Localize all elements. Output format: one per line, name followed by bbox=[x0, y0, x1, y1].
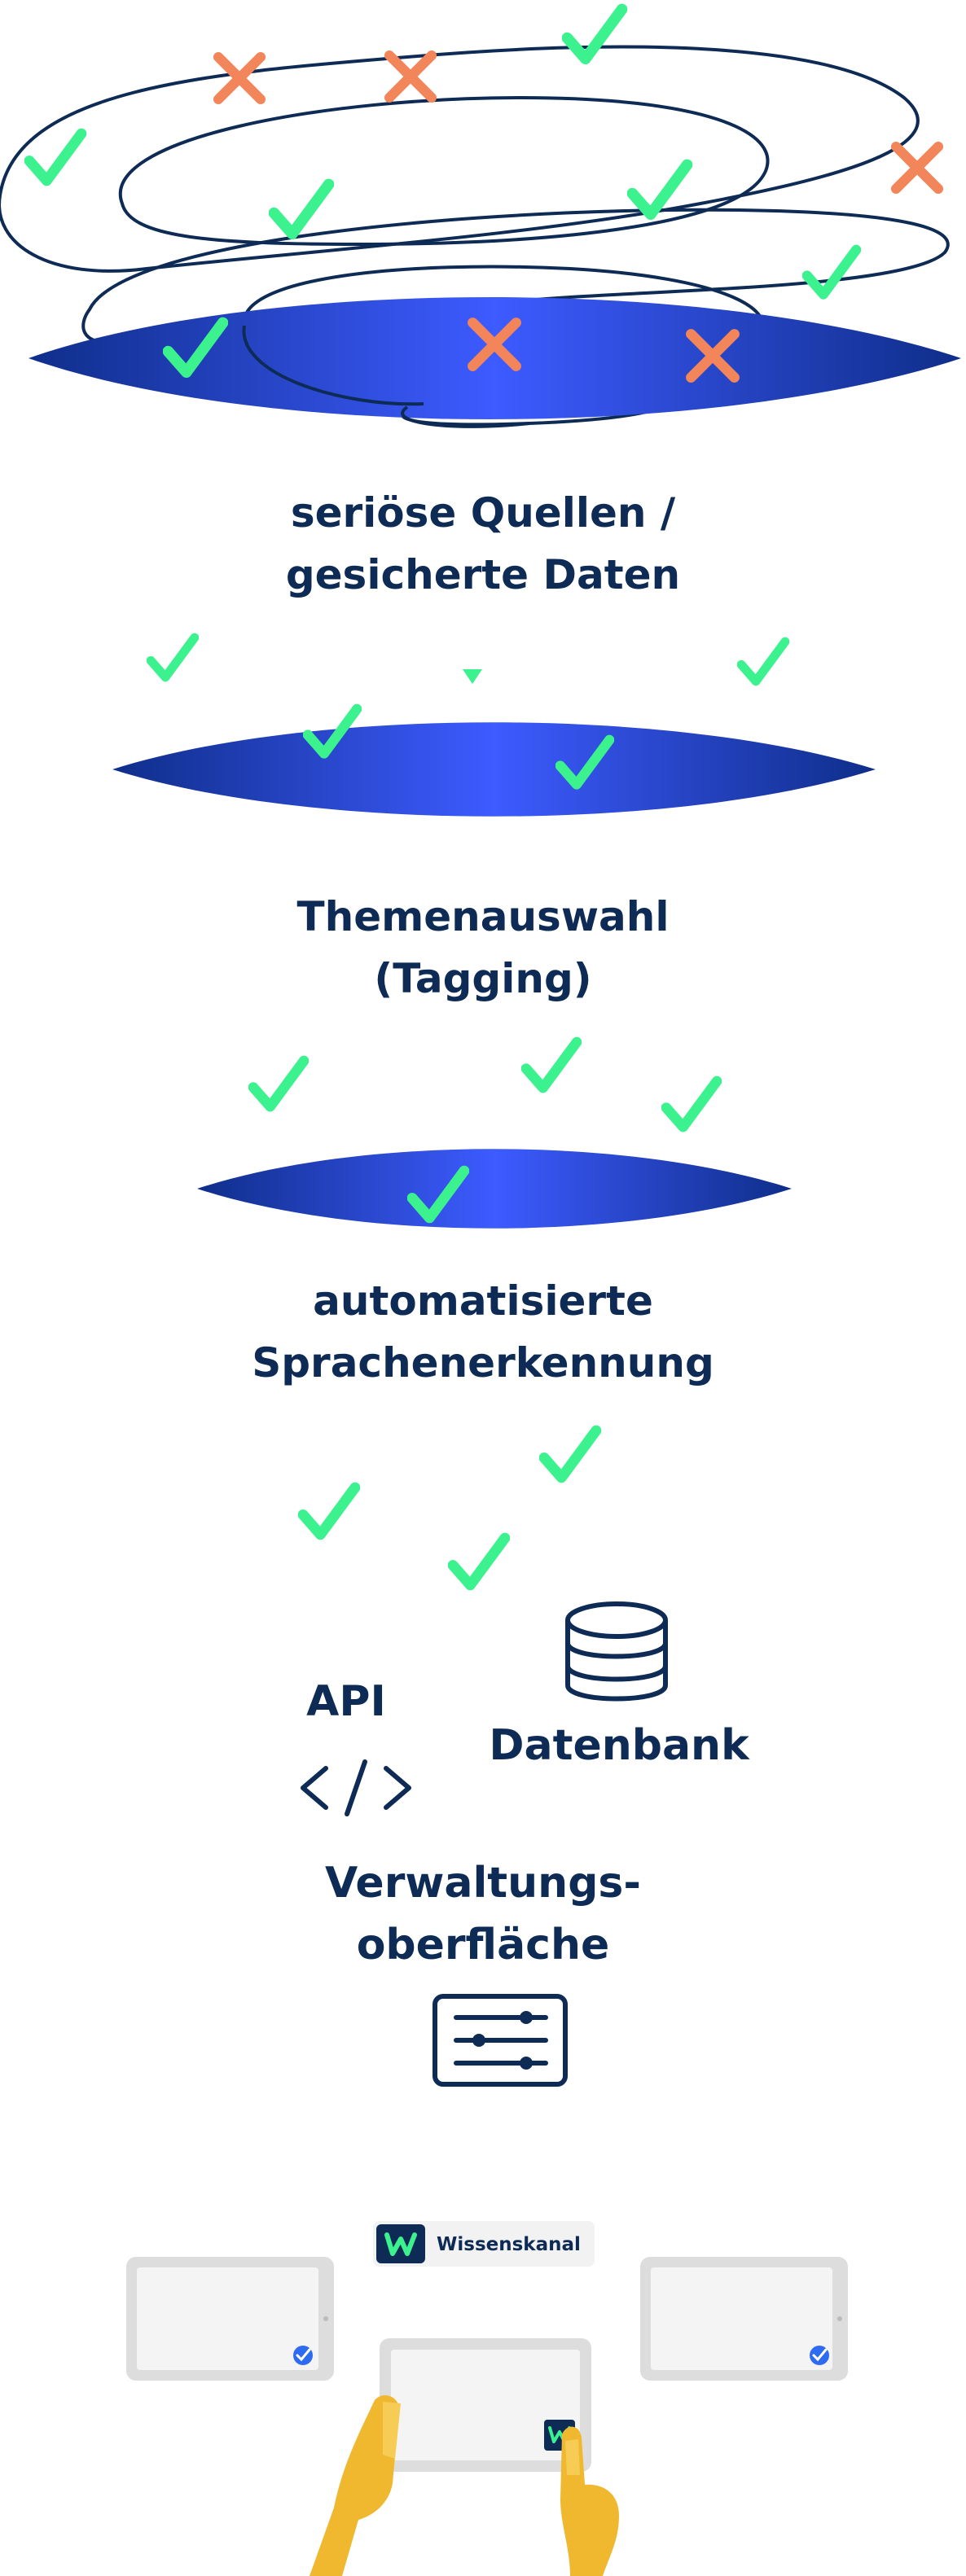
sources-label: seriöse Quellen / gesicherte Daten bbox=[0, 482, 966, 606]
filter-lens-1 bbox=[29, 297, 961, 419]
check-icon bbox=[741, 642, 785, 681]
sources-label-line-2: gesicherte Daten bbox=[285, 551, 681, 598]
check-fragment-icon bbox=[463, 669, 482, 684]
language-label: automatisierte Sprachenerkennung bbox=[0, 1270, 966, 1394]
check-icon bbox=[807, 250, 856, 295]
slider-knobs bbox=[472, 2011, 533, 2070]
sources-label-line-1: seriöse Quellen / bbox=[290, 489, 676, 537]
topics-label-line-1: Themenauswahl bbox=[296, 893, 670, 940]
check-icon bbox=[453, 1538, 505, 1585]
database-label: Datenbank bbox=[489, 1721, 749, 1770]
tangle-scribble-front bbox=[242, 325, 530, 428]
code-brackets-icon bbox=[301, 1759, 411, 1816]
check-icon bbox=[253, 1061, 304, 1106]
topics-label: Themenauswahl (Tagging) bbox=[0, 886, 966, 1010]
check-icon bbox=[303, 1487, 355, 1535]
check-icon bbox=[544, 1430, 596, 1478]
brand-name: Wissenskanal bbox=[437, 2234, 581, 2255]
cross-icon bbox=[218, 57, 261, 99]
language-label-line-2: Sprachenerkennung bbox=[252, 1339, 714, 1387]
cross-icon bbox=[389, 55, 432, 98]
cross-icon bbox=[896, 147, 938, 189]
admin-label-line-1: Verwaltungs- bbox=[325, 1859, 641, 1908]
tablet-center bbox=[380, 2338, 591, 2472]
check-icon bbox=[526, 1042, 577, 1088]
right-hand-illustration bbox=[560, 2426, 619, 2576]
filter-lens-3 bbox=[197, 1149, 792, 1229]
verified-badge-icon bbox=[810, 2346, 829, 2365]
tablet-right bbox=[640, 2257, 848, 2381]
admin-label: Verwaltungs- oberfläche bbox=[0, 1852, 966, 1976]
sliders-icon bbox=[433, 1994, 568, 2087]
left-hand-illustration bbox=[310, 2395, 401, 2576]
brand-badge bbox=[373, 2221, 595, 2267]
database-icon bbox=[565, 1601, 668, 1702]
topics-label-line-2: (Tagging) bbox=[374, 955, 592, 1002]
check-icon bbox=[274, 184, 328, 234]
api-label: API bbox=[306, 1677, 386, 1726]
check-icon bbox=[666, 1081, 717, 1127]
filter-lens-2 bbox=[112, 722, 876, 817]
check-icon bbox=[567, 9, 621, 59]
w-logo-icon bbox=[384, 2232, 417, 2256]
check-icon bbox=[29, 134, 81, 181]
tablet-left bbox=[126, 2257, 334, 2381]
verified-badge-icon bbox=[293, 2346, 313, 2365]
check-icon bbox=[151, 637, 195, 677]
admin-label-line-2: oberfläche bbox=[356, 1921, 610, 1969]
language-label-line-1: automatisierte bbox=[313, 1277, 653, 1325]
